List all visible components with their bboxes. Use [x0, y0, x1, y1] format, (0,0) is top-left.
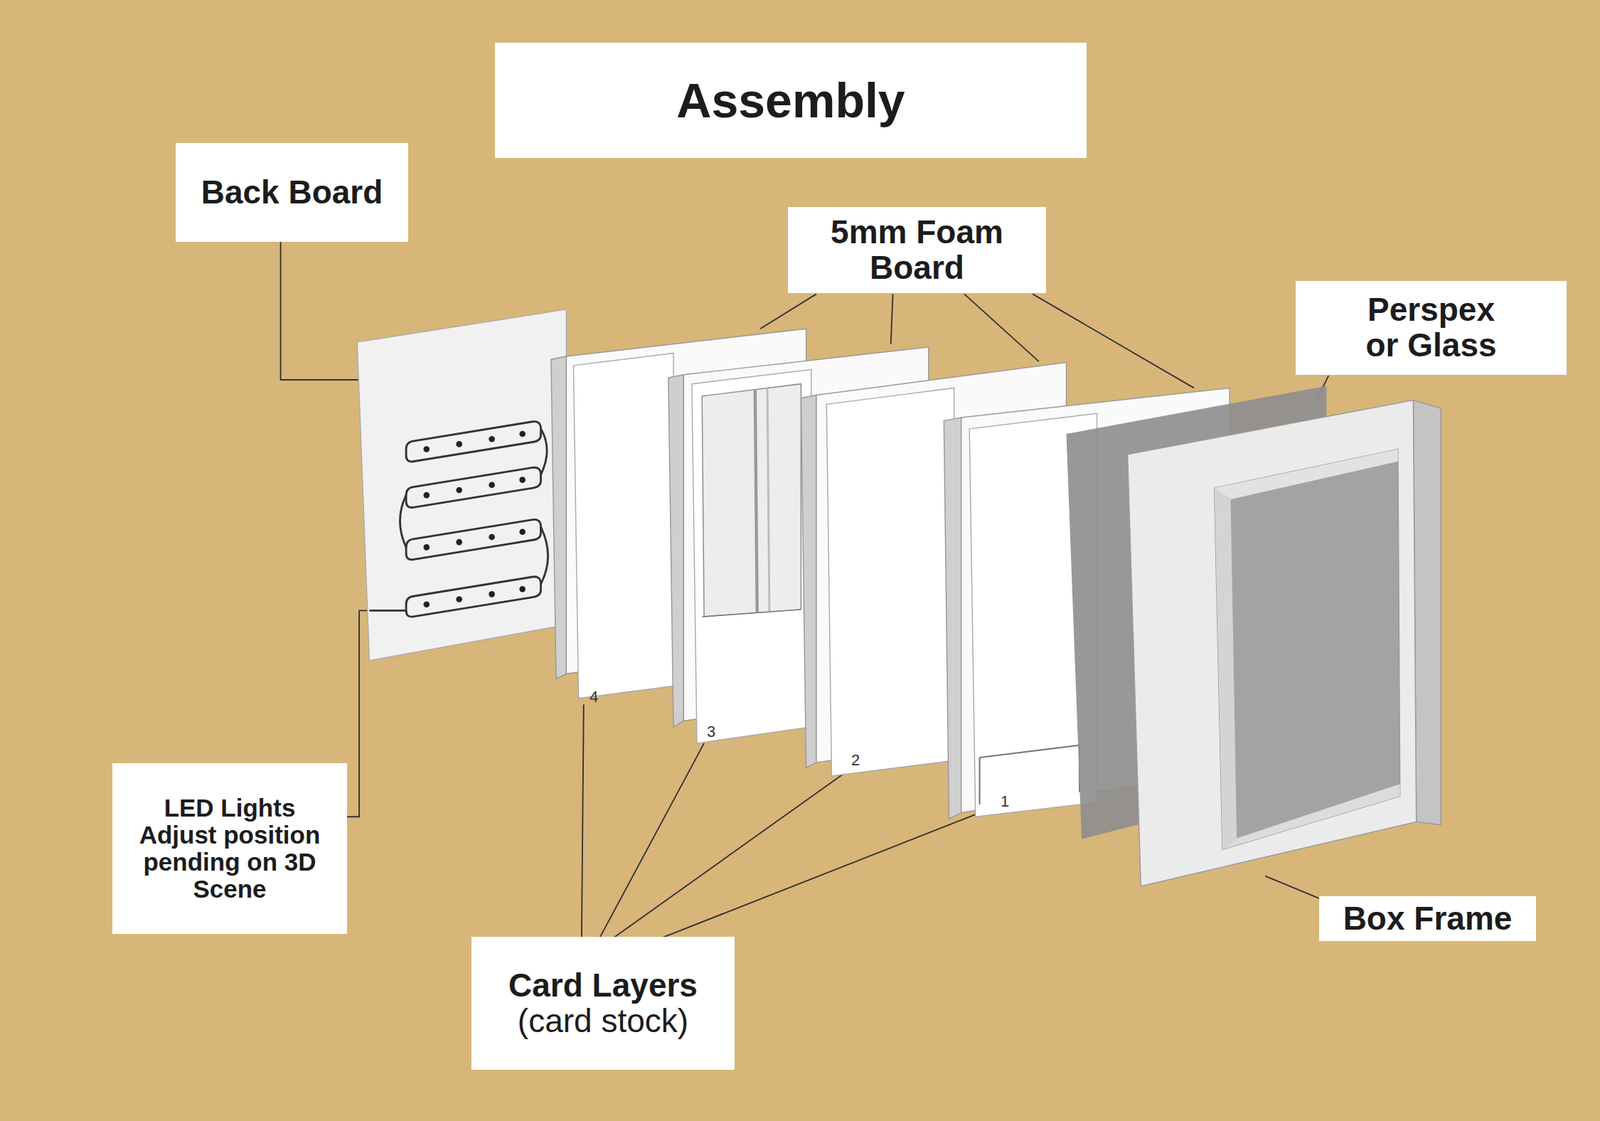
label-box: 5mm Foam Board — [787, 206, 1047, 293]
label-text: (card stock) — [517, 1003, 689, 1039]
label-box: Perspex or Glass — [1295, 280, 1567, 375]
label-text: 5mm Foam Board — [795, 214, 1039, 286]
label-box: LED Lights Adjust position pending on 3D… — [112, 763, 348, 934]
label-text: Card Layers — [508, 967, 698, 1004]
callout-number: 1 — [1000, 792, 1010, 811]
back-board — [356, 309, 567, 661]
label-text: Box Frame — [1343, 900, 1513, 937]
title-box: Assembly — [494, 42, 1087, 158]
box-frame — [1127, 400, 1442, 887]
label-box: Card Layers(card stock) — [471, 936, 735, 1070]
callout-number: 3 — [706, 722, 716, 741]
label-text: LED Lights Adjust position pending on 3D… — [130, 794, 330, 902]
label-box: Back Board — [175, 142, 409, 242]
label-text: Perspex or Glass — [1352, 292, 1510, 363]
title-text: Assembly — [676, 72, 905, 128]
callout-number: 2 — [851, 750, 860, 770]
label-box: Box Frame — [1319, 896, 1536, 941]
callout-number: 4 — [589, 687, 599, 707]
label-text: Back Board — [201, 174, 384, 211]
